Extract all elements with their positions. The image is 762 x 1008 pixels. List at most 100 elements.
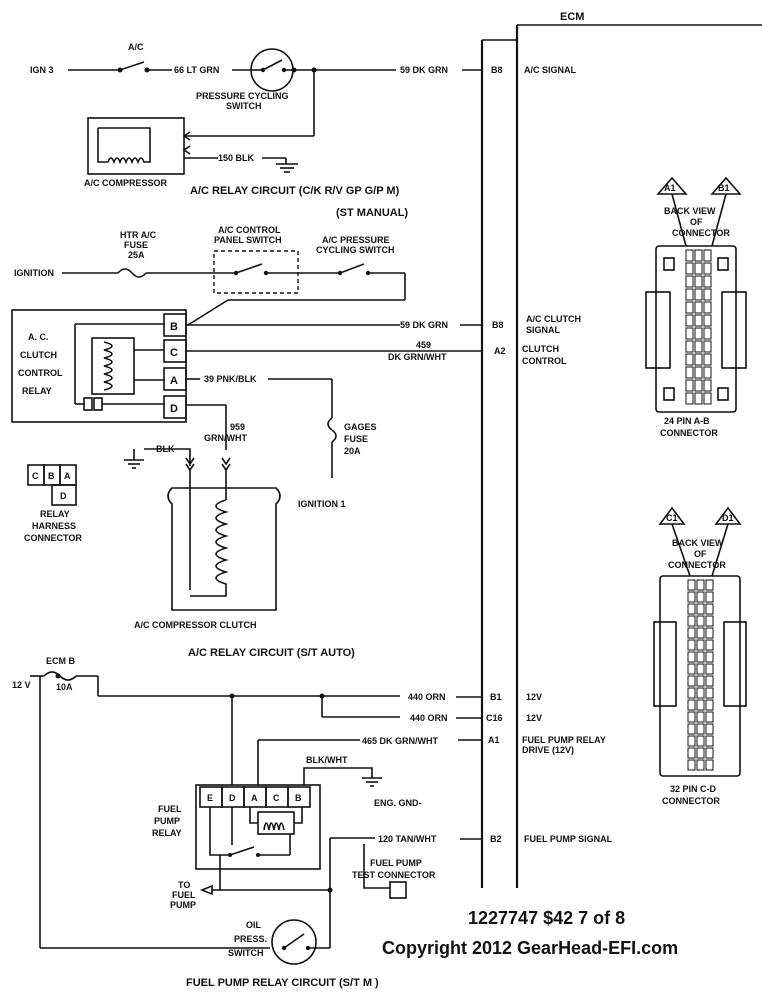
connector-pin-cell — [696, 639, 705, 651]
ab-back-view-1: BACK VIEW — [664, 206, 716, 216]
connector-pin-cell — [705, 687, 714, 699]
connector-pin-cell — [705, 747, 714, 759]
connector-pin-cell — [694, 249, 703, 262]
connector-pin-cell — [696, 675, 705, 687]
connector-pin-cell — [696, 627, 705, 639]
connector-pin-cell — [696, 579, 705, 591]
connector-pin-cell — [705, 639, 714, 651]
connector-pin-cell — [694, 288, 703, 301]
pin-b8: B8 — [491, 65, 503, 75]
connector-pin-cell — [694, 366, 703, 379]
ac-switch-label: A/C — [128, 42, 144, 52]
panel-switch-label-1: A/C CONTROL — [218, 225, 281, 235]
ecm-title: ECM — [560, 11, 584, 23]
test-connector-label-1: FUEL PUMP — [370, 858, 422, 868]
connector-pin-cell — [687, 627, 696, 639]
wire-39-label: 39 PNK/BLK — [204, 374, 257, 384]
ac-compressor-box — [87, 117, 185, 175]
fp-pin-a: A — [251, 793, 258, 803]
clutch-coil-icon — [190, 499, 229, 597]
connector-pin-cell — [685, 379, 694, 392]
gages-label-1: GAGES — [344, 422, 377, 432]
12v-label: 12 V — [12, 680, 31, 690]
fp-relay-label-1: FUEL — [158, 804, 182, 814]
connector-pin-cell — [705, 579, 714, 591]
wire-459-label-1: 459 — [416, 340, 431, 350]
ignition-label: IGNITION — [14, 268, 54, 278]
ac-clutch-control-relay — [11, 309, 187, 423]
connector-pin-cell — [696, 735, 705, 747]
wire-959-label-1: 959 — [230, 422, 245, 432]
fuel-pump-relay — [195, 784, 321, 870]
connector-pin-cell — [696, 615, 705, 627]
connector-pin-cell — [703, 327, 712, 340]
cd-connector-label-2: CONNECTOR — [662, 796, 720, 806]
connector-pin-cell — [687, 591, 696, 603]
oil-switch-label-1: OIL — [246, 920, 262, 930]
clutch-signal-label-1: A/C CLUTCH — [526, 314, 581, 324]
cd-pin-grid — [687, 579, 714, 771]
fp-relay-pins: E D A C B — [199, 786, 311, 808]
ignition1-label: IGNITION 1 — [298, 499, 346, 509]
test-connector-label-2: TEST CONNECTOR — [352, 870, 436, 880]
connector-pin-cell — [705, 675, 714, 687]
pin-a1-marker: A1 — [664, 183, 676, 193]
section3-title: FUEL PUMP RELAY CIRCUIT (S/T M ) — [186, 977, 379, 989]
fp-drive-label-1: FUEL PUMP RELAY — [522, 735, 606, 745]
connector-pin-cell — [685, 353, 694, 366]
pin-a2: A2 — [494, 346, 506, 356]
connector-pin-cell — [703, 366, 712, 379]
to-fuel-pump-label-1: TO — [178, 880, 190, 890]
footer-line-2: Copyright 2012 GearHead-EFI.com — [382, 938, 679, 958]
connector-pin-cell — [696, 711, 705, 723]
wire-440b-label: 440 ORN — [410, 713, 448, 723]
connector-pin-cell — [694, 275, 703, 288]
connector-pin-cell — [705, 663, 714, 675]
fuse-10a-label: 10A — [56, 682, 73, 692]
ab-connector-label-2: CONNECTOR — [660, 428, 718, 438]
fp-pin-d: D — [229, 793, 236, 803]
fp-pin-b: B — [295, 793, 302, 803]
oil-pressure-switch-icon — [271, 919, 317, 965]
cd-back-view-3: CONNECTOR — [668, 560, 726, 570]
arrow-left-icon — [199, 884, 213, 896]
ab-back-view-2: OF — [690, 217, 703, 227]
12v-c16-label: 12V — [526, 713, 542, 723]
connector-pin-cell — [696, 687, 705, 699]
connector-pin-cell — [696, 651, 705, 663]
connector-pin-cell — [696, 663, 705, 675]
relay-coil-icon — [103, 341, 113, 391]
pin-b1: B1 — [490, 692, 502, 702]
gages-fuse-icon — [327, 417, 337, 443]
connector-24-pin-ab: A1 B1 BACK VIEW OF CONNECTOR 24 PIN A-B … — [645, 176, 747, 438]
clutch-signal-label-2: SIGNAL — [526, 325, 561, 335]
clutch-control-label-2: CONTROL — [522, 356, 567, 366]
connector-pin-cell — [705, 603, 714, 615]
connector-pin-cell — [705, 627, 714, 639]
connector-pin-cell — [705, 735, 714, 747]
footer-line-1: 1227747 $42 7 of 8 — [468, 908, 626, 928]
eng-gnd-label: ENG. GND- — [374, 798, 422, 808]
connector-pin-cell — [703, 353, 712, 366]
wire-440a-label: 440 ORN — [408, 692, 446, 702]
wire-66-label: 66 LT GRN — [174, 65, 219, 75]
pcs-label-2: SWITCH — [226, 101, 262, 111]
connector-pin-cell — [687, 723, 696, 735]
ign3-label: IGN 3 — [30, 65, 54, 75]
connector-pin-cell — [705, 651, 714, 663]
connector-pin-cell — [703, 262, 712, 275]
harness-pin-c: C — [32, 471, 39, 481]
fp-relay-label-3: RELAY — [152, 828, 182, 838]
connector-pin-cell — [687, 579, 696, 591]
connector-pin-cell — [687, 699, 696, 711]
wire-150-label: 150 BLK — [218, 153, 255, 163]
connector-32-pin-cd: C1 D1 BACK VIEW OF CONNECTOR 32 PIN C-D … — [653, 506, 747, 806]
wire-59b-label: 59 DK GRN — [400, 320, 448, 330]
connector-pin-cell — [696, 603, 705, 615]
connector-pin-cell — [685, 262, 694, 275]
connector-pin-cell — [687, 639, 696, 651]
connector-pin-cell — [696, 747, 705, 759]
connector-pin-cell — [687, 615, 696, 627]
connector-pin-cell — [687, 675, 696, 687]
connector-pin-cell — [705, 615, 714, 627]
